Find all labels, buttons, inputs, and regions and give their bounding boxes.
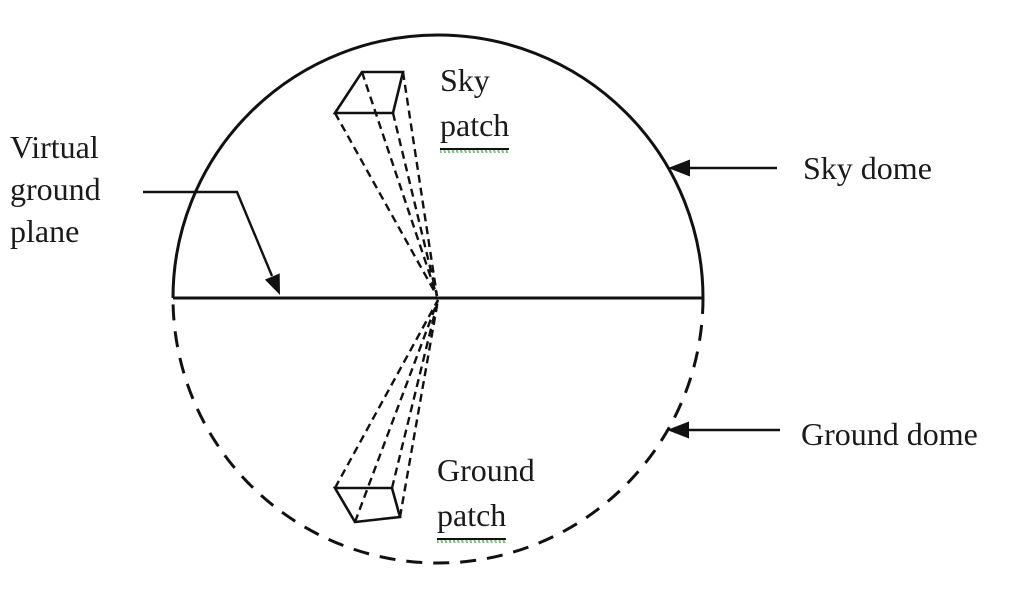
ground-patch-label: Ground patch [437, 448, 535, 543]
leader-line [143, 190, 274, 277]
ground-patch-label-line2: patch [437, 493, 507, 543]
sky-patch-label-line2: patch [440, 103, 510, 153]
sky-patch-label: Sky patch [440, 58, 510, 153]
ground-dome-label: Ground dome [801, 416, 978, 452]
ground-patch-shape [332, 486, 402, 524]
ground-dome-arrowhead [667, 421, 689, 439]
virtual-ground-plane-label: Virtual ground plane [10, 129, 101, 249]
ground-patch-rays [333, 299, 440, 523]
sky-patch-shape [332, 70, 405, 115]
sky-dome-label: Sky dome [803, 150, 932, 186]
sky-patch-label-line1: Sky [440, 62, 490, 98]
sky-patch-rays [333, 71, 439, 297]
sky-dome-arc [171, 33, 705, 299]
leader-arrowhead [264, 273, 280, 295]
ground-patch-label-line1: Ground [437, 452, 535, 488]
sky-dome-arrowhead [668, 159, 690, 177]
ground-dome-arc [171, 297, 705, 565]
